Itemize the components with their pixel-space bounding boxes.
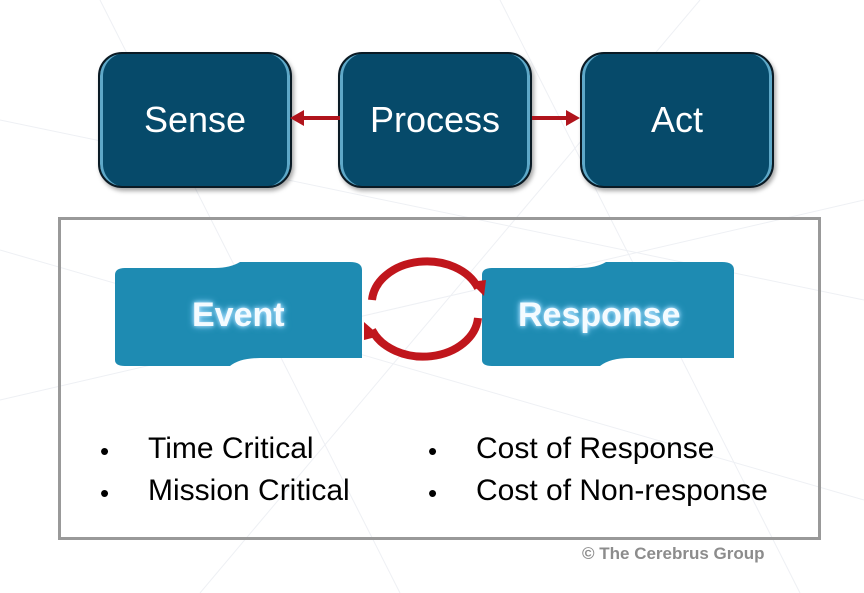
response-banner [482,262,734,366]
bullet-dot: • [428,436,438,466]
bullet-dot: • [100,436,110,466]
arrow-process-to-act-icon [532,110,580,126]
cycle-arrows-icon [368,257,482,361]
bullet-time-critical: Time Critical [148,432,314,465]
event-response-panel [58,217,821,540]
bullet-cost-of-response: Cost of Response [476,432,715,465]
bullet-dot: • [428,478,438,508]
sense-box: Sense [98,52,292,188]
bullet-cost-of-non-response: Cost of Non-response [476,474,768,507]
act-box: Act [580,52,774,188]
bullet-mission-critical: Mission Critical [148,474,350,507]
arrow-process-to-sense-icon [290,110,340,126]
event-banner [115,262,362,366]
copyright-footer: © The Cerebrus Group [582,544,765,563]
bullet-dot: • [100,478,110,508]
sense-label: Sense [143,99,247,140]
process-label: Process [369,99,501,140]
flow-arrows [290,110,580,126]
event-label: Event [192,296,285,334]
response-label: Response [518,296,681,334]
act-label: Act [650,99,703,140]
